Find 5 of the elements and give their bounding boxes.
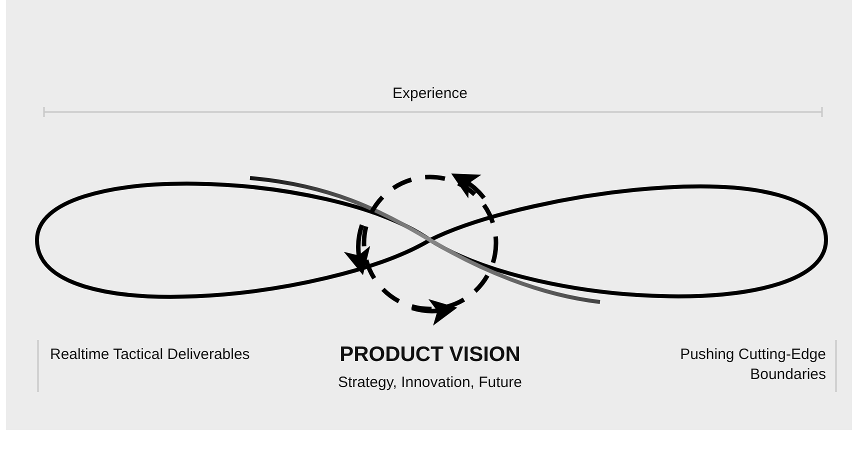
center-title: PRODUCT VISION	[340, 342, 520, 368]
center-subtitle: Strategy, Innovation, Future	[338, 373, 522, 392]
left-caption: Realtime Tactical Deliverables	[50, 345, 250, 364]
axis-label: Experience	[392, 84, 468, 104]
right-caption: Pushing Cutting-Edge Boundaries	[679, 345, 826, 384]
